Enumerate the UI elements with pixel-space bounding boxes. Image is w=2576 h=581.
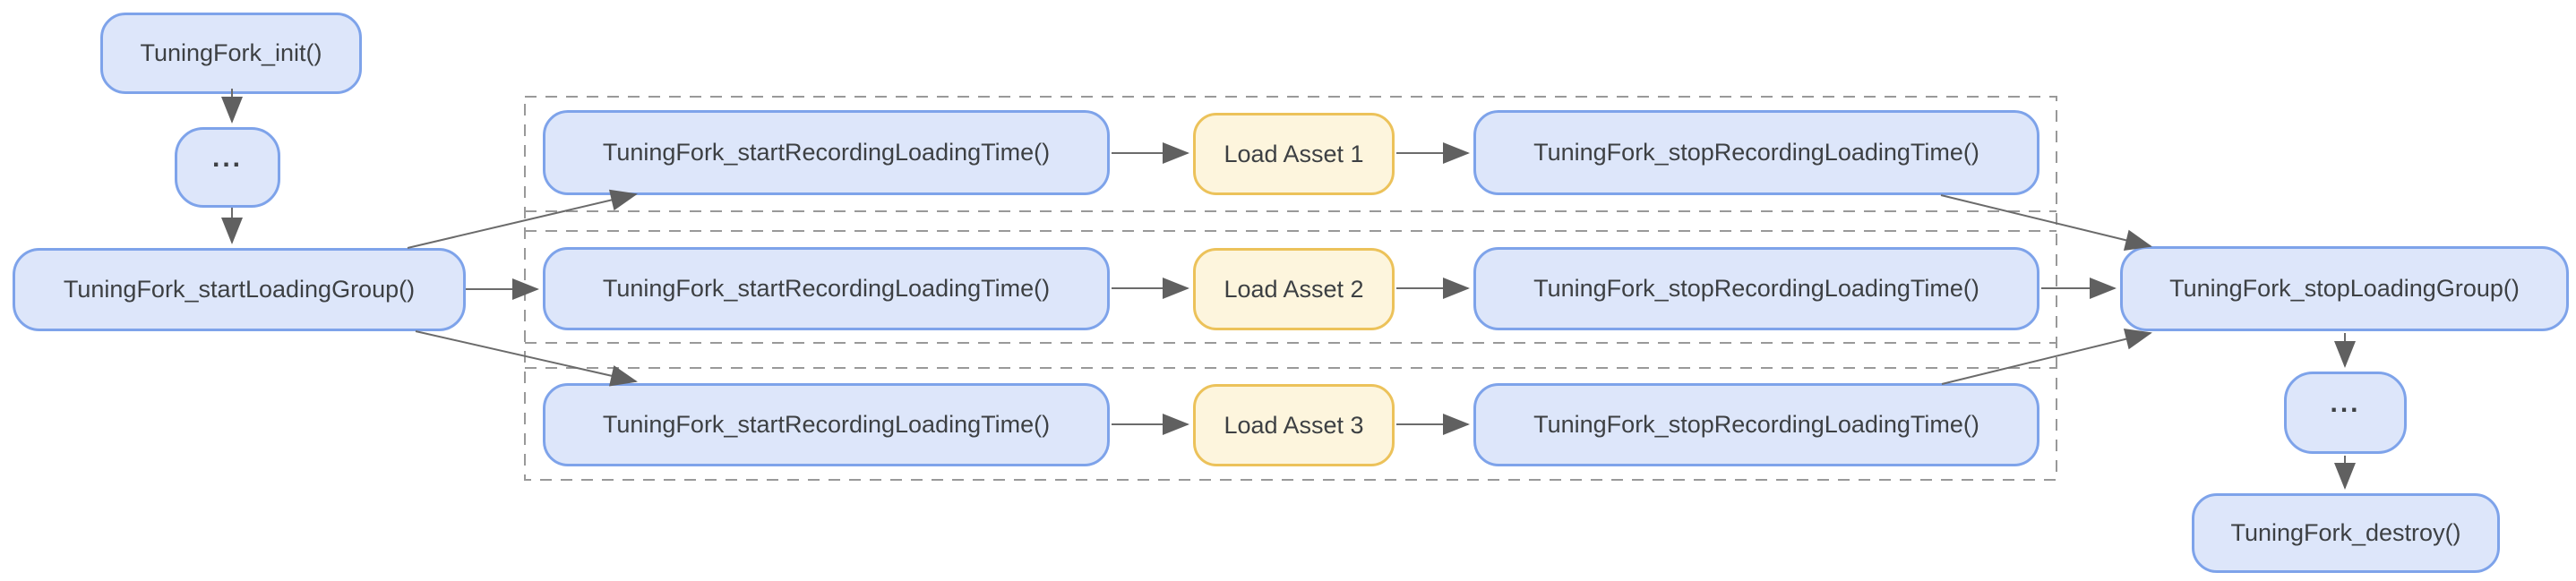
node-start-recording-row3-label: TuningFork_startRecordingLoadingTime() (602, 411, 1051, 438)
node-stop-loading-group: TuningFork_stopLoadingGroup() (2120, 246, 2569, 331)
node-stop-recording-row2: TuningFork_stopRecordingLoadingTime() (1473, 247, 2039, 330)
node-start-recording-row3: TuningFork_startRecordingLoadingTime() (543, 383, 1110, 466)
arrow-start-group-to-row3 (415, 330, 638, 387)
node-start-recording-row1: TuningFork_startRecordingLoadingTime() (543, 110, 1110, 195)
node-ellipsis-bottom: ... (2284, 372, 2407, 454)
node-stop-recording-row3: TuningFork_stopRecordingLoadingTime() (1473, 383, 2039, 466)
node-load-asset-2-label: Load Asset 2 (1224, 275, 1364, 303)
node-start-recording-row2: TuningFork_startRecordingLoadingTime() (543, 247, 1110, 330)
node-start-recording-row1-label: TuningFork_startRecordingLoadingTime() (602, 139, 1051, 166)
node-ellipsis-bottom-label: ... (2330, 388, 2361, 418)
arrow-start-group-to-row1 (407, 189, 638, 249)
node-start-loading-group: TuningFork_startLoadingGroup() (13, 248, 466, 331)
node-tuningfork-init: TuningFork_init() (100, 13, 362, 94)
node-stop-recording-row3-label: TuningFork_stopRecordingLoadingTime() (1533, 411, 1979, 438)
node-tuningfork-init-label: TuningFork_init() (140, 39, 322, 66)
node-start-recording-row2-label: TuningFork_startRecordingLoadingTime() (602, 275, 1051, 302)
node-stop-recording-row1-label: TuningFork_stopRecordingLoadingTime() (1533, 139, 1979, 166)
node-start-loading-group-label: TuningFork_startLoadingGroup() (63, 276, 416, 303)
node-load-asset-3-label: Load Asset 3 (1224, 411, 1364, 439)
node-load-asset-1-label: Load Asset 1 (1224, 140, 1364, 167)
node-stop-loading-group-label: TuningFork_stopLoadingGroup() (2169, 275, 2520, 302)
node-load-asset-2: Load Asset 2 (1193, 248, 1395, 330)
node-load-asset-3: Load Asset 3 (1193, 384, 1395, 466)
arrow-row3-to-stop-group (1941, 328, 2152, 385)
node-tuningfork-destroy: TuningFork_destroy() (2192, 493, 2500, 573)
node-stop-recording-row2-label: TuningFork_stopRecordingLoadingTime() (1533, 275, 1979, 302)
node-stop-recording-row1: TuningFork_stopRecordingLoadingTime() (1473, 110, 2039, 195)
node-ellipsis-top-label: ... (211, 142, 243, 173)
arrow-row1-to-stop-group (1940, 194, 2152, 252)
node-ellipsis-top: ... (175, 127, 280, 208)
node-tuningfork-destroy-label: TuningFork_destroy() (2230, 519, 2461, 546)
node-load-asset-1: Load Asset 1 (1193, 113, 1395, 195)
